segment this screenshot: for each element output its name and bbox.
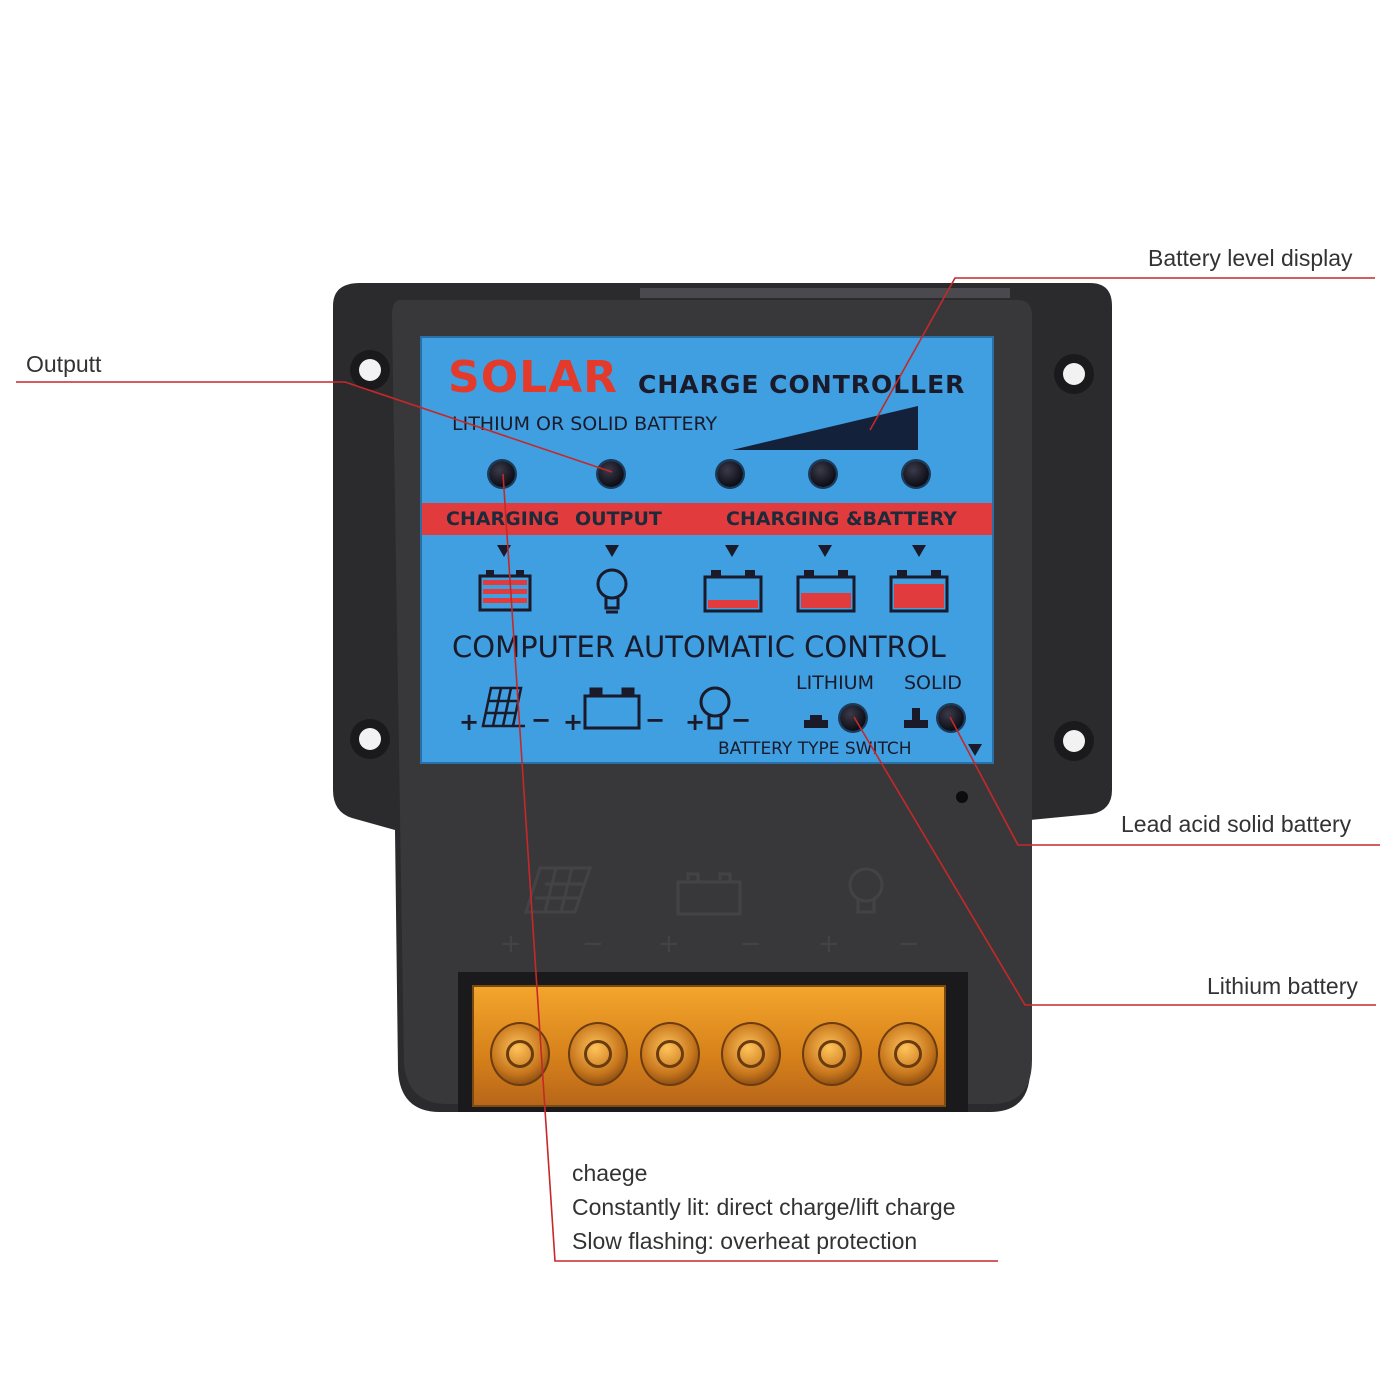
label-output: OUTPUT bbox=[575, 508, 662, 530]
callout-charge-flashing: Slow flashing: overheat protection bbox=[572, 1228, 918, 1254]
callout-line-output bbox=[16, 381, 613, 473]
embossed-plus-3: + bbox=[818, 929, 840, 959]
led-output bbox=[598, 461, 624, 487]
callout-line-battery-level bbox=[869, 277, 1375, 431]
terminal-block bbox=[472, 985, 946, 1107]
bulb-icon bbox=[596, 568, 628, 614]
battery-level-icons bbox=[703, 570, 949, 613]
terminal-screw-2[interactable] bbox=[568, 1022, 628, 1086]
embossed-bulb-icon bbox=[848, 867, 884, 914]
embossed-minus-2: − bbox=[740, 929, 762, 959]
callout-line-lead-acid bbox=[949, 716, 1380, 846]
callout-lead-acid-solid-battery: Lead acid solid battery bbox=[1121, 811, 1352, 837]
callout-battery-level-display: Battery level display bbox=[1148, 245, 1353, 271]
led-battery-1 bbox=[717, 461, 743, 487]
solar-minus: − bbox=[531, 706, 551, 734]
mount-hole-bottom-left bbox=[350, 719, 390, 759]
load-plus: + bbox=[685, 708, 705, 736]
status-icons-row bbox=[478, 568, 628, 614]
lithium-switch-symbol-icon bbox=[804, 715, 828, 728]
label-charging: CHARGING bbox=[446, 508, 560, 530]
front-panel bbox=[420, 336, 994, 764]
label-solid: SOLID bbox=[904, 672, 962, 694]
callout-charge-lit: Constantly lit: direct charge/lift charg… bbox=[572, 1194, 956, 1220]
battery-minus: − bbox=[645, 706, 665, 734]
battery-level-2-icon bbox=[796, 570, 856, 613]
terminal-screw-4[interactable] bbox=[721, 1022, 781, 1086]
auto-control-label: COMPUTER AUTOMATIC CONTROL bbox=[452, 630, 946, 664]
led-charging bbox=[489, 461, 515, 487]
battery-type-label: LITHIUM OR SOLID BATTERY bbox=[452, 413, 718, 435]
led-battery-2 bbox=[810, 461, 836, 487]
terminal-screw-6[interactable] bbox=[878, 1022, 938, 1086]
terminal-icons-row: + − + − + − bbox=[459, 686, 751, 736]
solid-switch-symbol-icon bbox=[904, 708, 928, 728]
battery-level-3-icon bbox=[889, 570, 949, 613]
charging-battery-icon bbox=[478, 570, 532, 612]
battery-plus: + bbox=[563, 708, 583, 736]
battery-level-1-icon bbox=[703, 570, 763, 613]
switch-lithium[interactable] bbox=[840, 705, 866, 731]
embossed-plus-2: + bbox=[658, 929, 680, 959]
arrow-down-icon bbox=[725, 545, 739, 557]
label-charging-battery: CHARGING &BATTERY bbox=[726, 508, 957, 530]
terminal-screw-5[interactable] bbox=[802, 1022, 862, 1086]
mount-hole-top-right bbox=[1054, 354, 1094, 394]
arrow-down-icon bbox=[818, 545, 832, 557]
callout-lithium-battery: Lithium battery bbox=[1207, 973, 1358, 999]
solar-plus: + bbox=[459, 708, 479, 736]
load-bulb-icon bbox=[699, 686, 731, 730]
arrow-down-icon bbox=[605, 545, 619, 557]
mount-hole-bottom-right bbox=[1054, 721, 1094, 761]
callout-charge-title: chaege bbox=[572, 1160, 648, 1186]
embossed-minus-1: − bbox=[582, 929, 604, 959]
callout-line-charge bbox=[502, 473, 998, 1262]
load-minus: − bbox=[731, 706, 751, 734]
brand-subtitle: CHARGE CONTROLLER bbox=[638, 370, 966, 399]
battery-level-wedge-icon bbox=[732, 406, 918, 450]
embossed-plus-1: + bbox=[500, 929, 522, 959]
embossed-minus-3: − bbox=[898, 929, 920, 959]
mount-hole-top-left bbox=[350, 350, 390, 390]
sensor-dot bbox=[956, 791, 968, 803]
led-battery-3 bbox=[903, 461, 929, 487]
brand-title: SOLAR bbox=[448, 352, 619, 403]
callout-line-lithium bbox=[853, 716, 1376, 1006]
arrow-down-icon bbox=[968, 744, 982, 756]
switch-symbols bbox=[804, 708, 928, 728]
status-band bbox=[422, 503, 992, 535]
battery-type-switch-label: BATTERY TYPE SWITCH bbox=[718, 739, 912, 759]
arrow-down-icon bbox=[912, 545, 926, 557]
label-lithium: LITHIUM bbox=[796, 672, 874, 694]
battery-icon bbox=[583, 687, 641, 730]
callout-output: Outputt bbox=[26, 351, 102, 377]
embossed-battery-icon bbox=[676, 872, 742, 916]
terminal-screw-3[interactable] bbox=[640, 1022, 700, 1086]
solar-panel-icon bbox=[481, 686, 525, 728]
